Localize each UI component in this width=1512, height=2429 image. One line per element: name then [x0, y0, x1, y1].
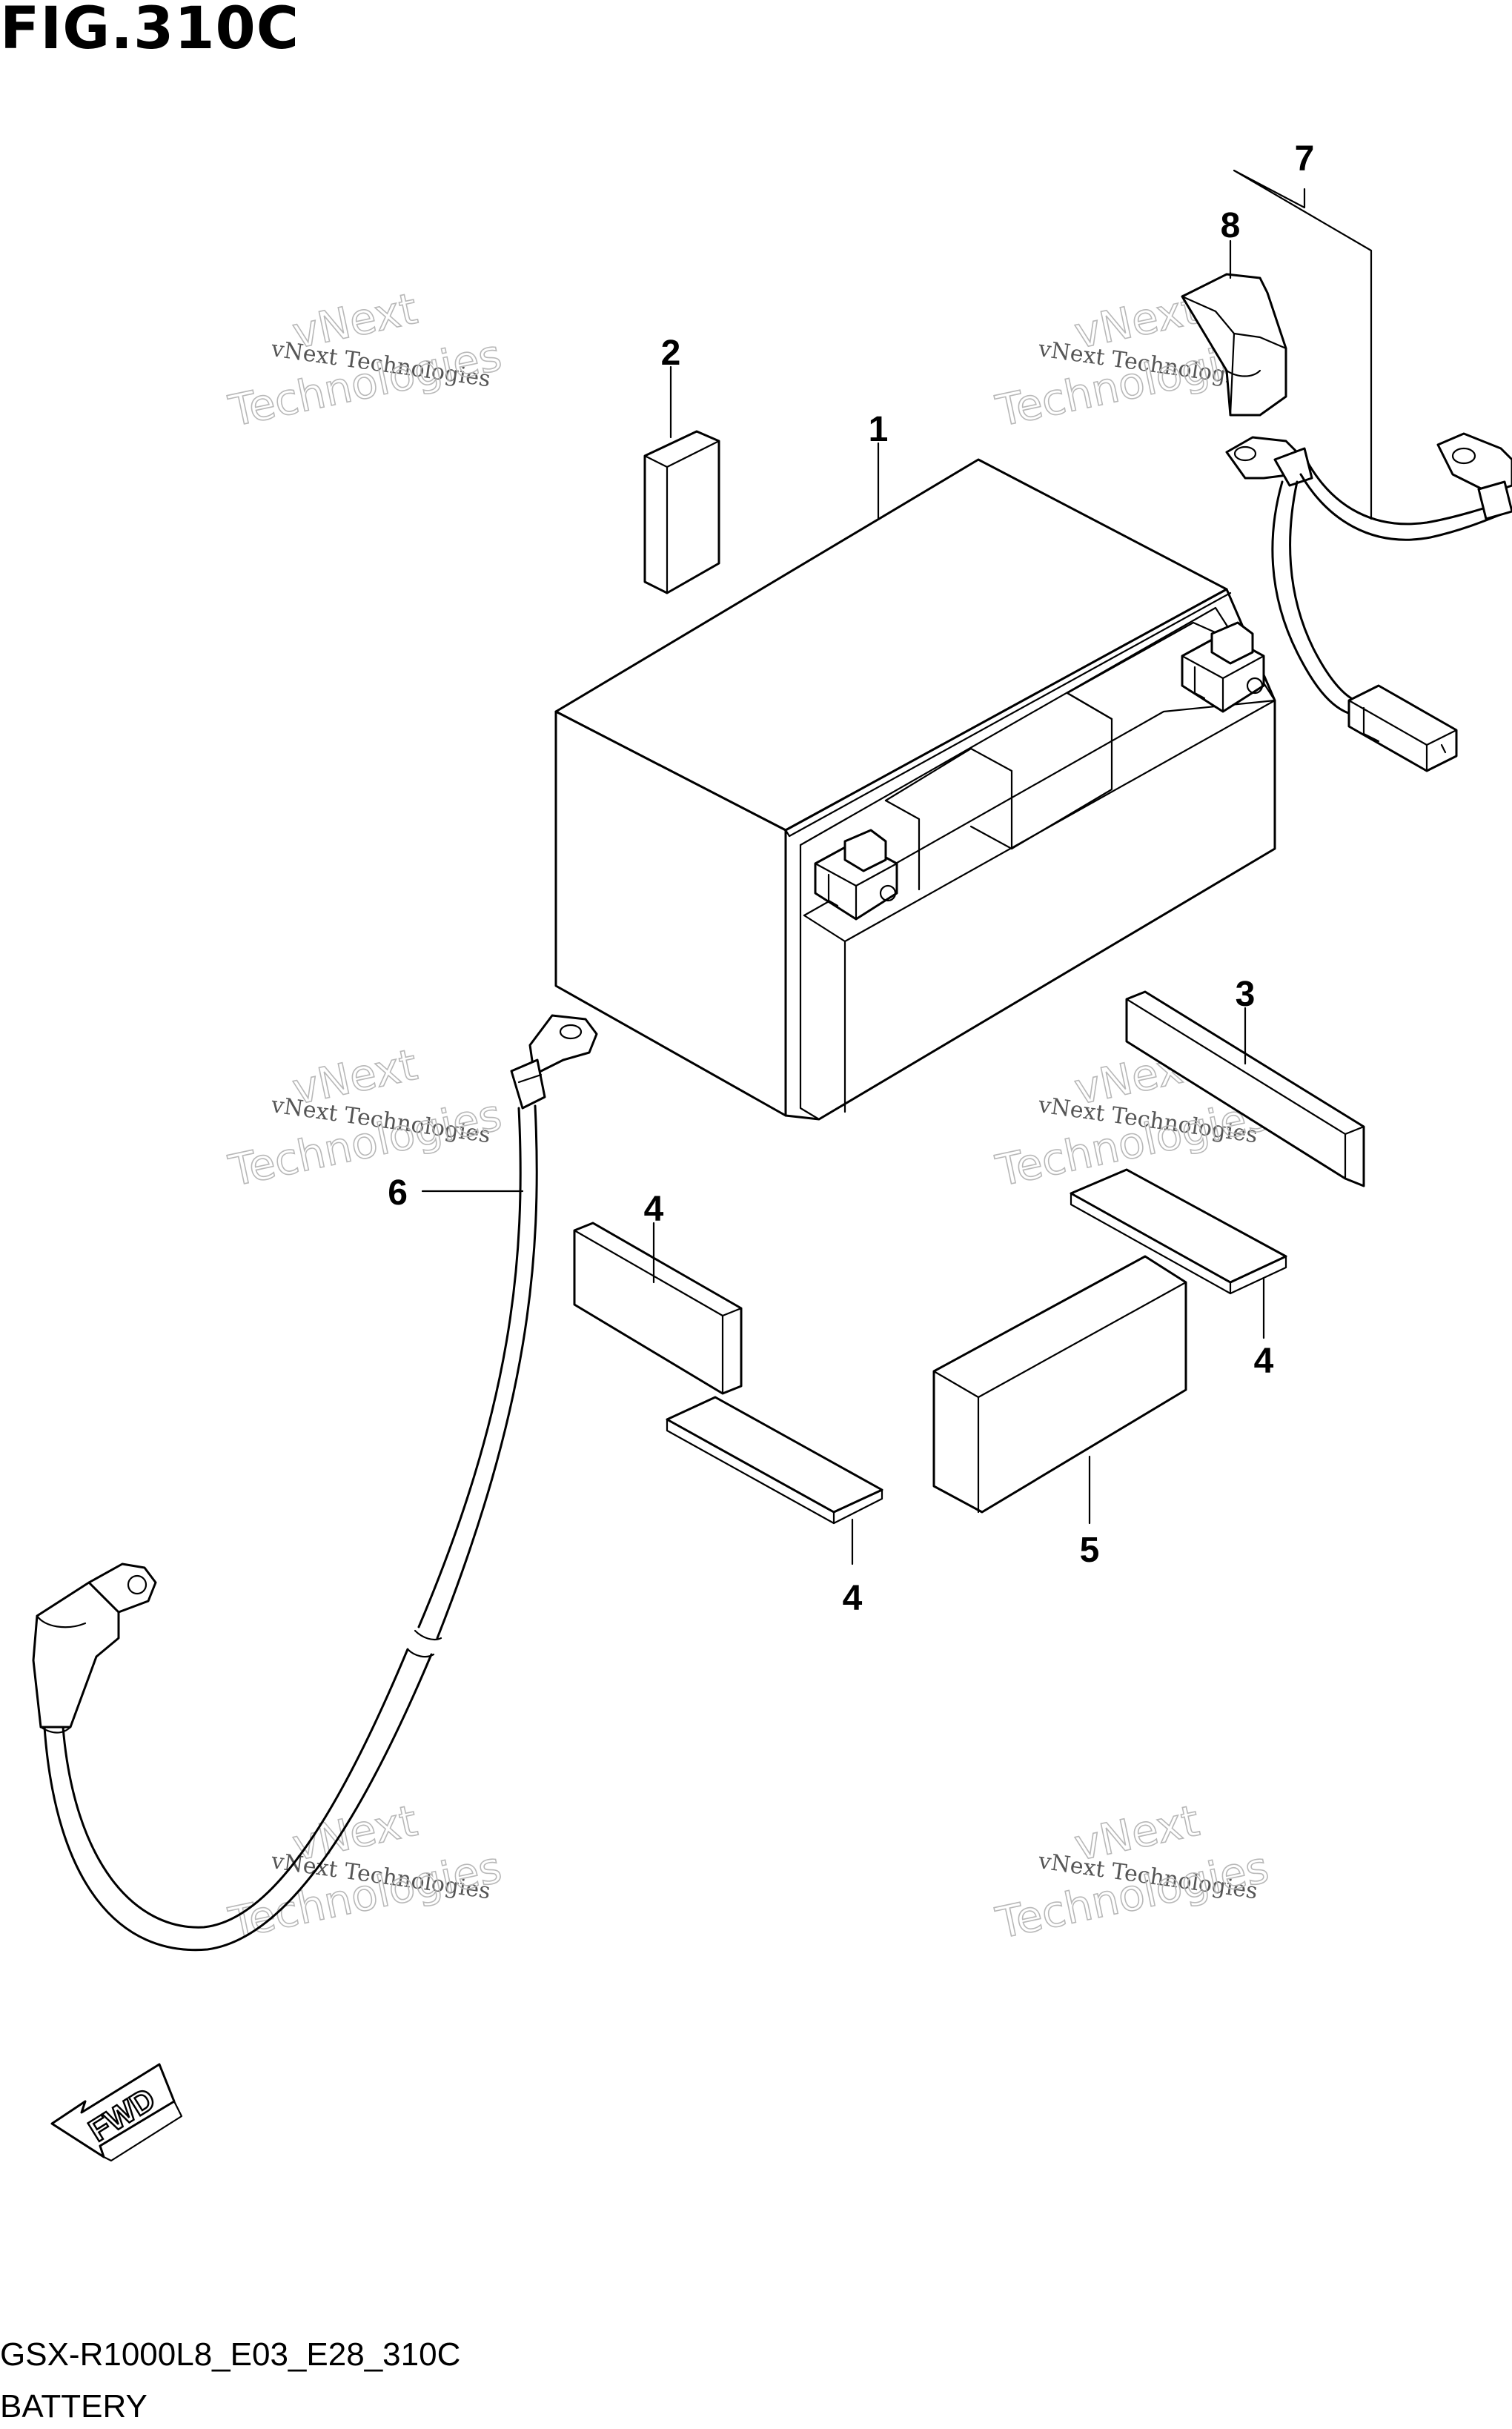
watermark-bottom-left: vNext vNext Technologies Technologies [224, 1795, 506, 1949]
battery-pad-2[interactable] [643, 430, 720, 594]
svg-text:Technologies: Technologies [225, 1842, 506, 1949]
fwd-arrow-icon: FWD [50, 2063, 183, 2162]
battery-cable-6[interactable] [32, 1014, 598, 1952]
callout-5: 5 [1080, 1531, 1100, 1570]
svg-text:Technologies: Technologies [225, 330, 506, 437]
callout-4-bottom: 4 [843, 1579, 863, 1618]
callout-3: 3 [1236, 975, 1256, 1014]
watermark-bottom-right: vNext vNext Technologies Technologies [991, 1795, 1273, 1949]
callout-4-left: 4 [644, 1190, 664, 1229]
watermark-top-left: vNext vNext Technologies Technologies [224, 282, 506, 437]
battery-strip-3[interactable] [1125, 990, 1365, 1187]
figure-title: FIG.310C [0, 0, 300, 62]
callout-1: 1 [869, 410, 889, 449]
battery-terminal-left [814, 829, 898, 921]
battery-spacer-4-left[interactable] [573, 1222, 743, 1395]
section-name: BATTERY [0, 2388, 147, 2425]
battery-cable-7[interactable] [1225, 432, 1512, 772]
callout-2: 2 [661, 334, 681, 373]
battery-spacer-4-bottom[interactable] [666, 1396, 883, 1525]
watermark-top-right: vNext vNext Technologies Technologies [991, 282, 1273, 437]
battery-spacer-4-right[interactable] [1070, 1168, 1287, 1295]
battery-terminal-right [1181, 621, 1265, 713]
callout-7: 7 [1295, 139, 1315, 179]
battery-cushion-5[interactable] [932, 1255, 1187, 1514]
diagram-code: GSX-R1000L8_E03_E28_310C [0, 2336, 461, 2373]
callout-6: 6 [388, 1173, 408, 1213]
callout-4-right: 4 [1254, 1342, 1274, 1381]
watermark-mid-left: vNext vNext Technologies Technologies [224, 1038, 506, 1197]
terminal-cover-8[interactable] [1181, 273, 1287, 417]
battery[interactable] [554, 458, 1276, 1121]
leader-lines [421, 169, 1373, 1565]
callout-8: 8 [1221, 206, 1241, 245]
